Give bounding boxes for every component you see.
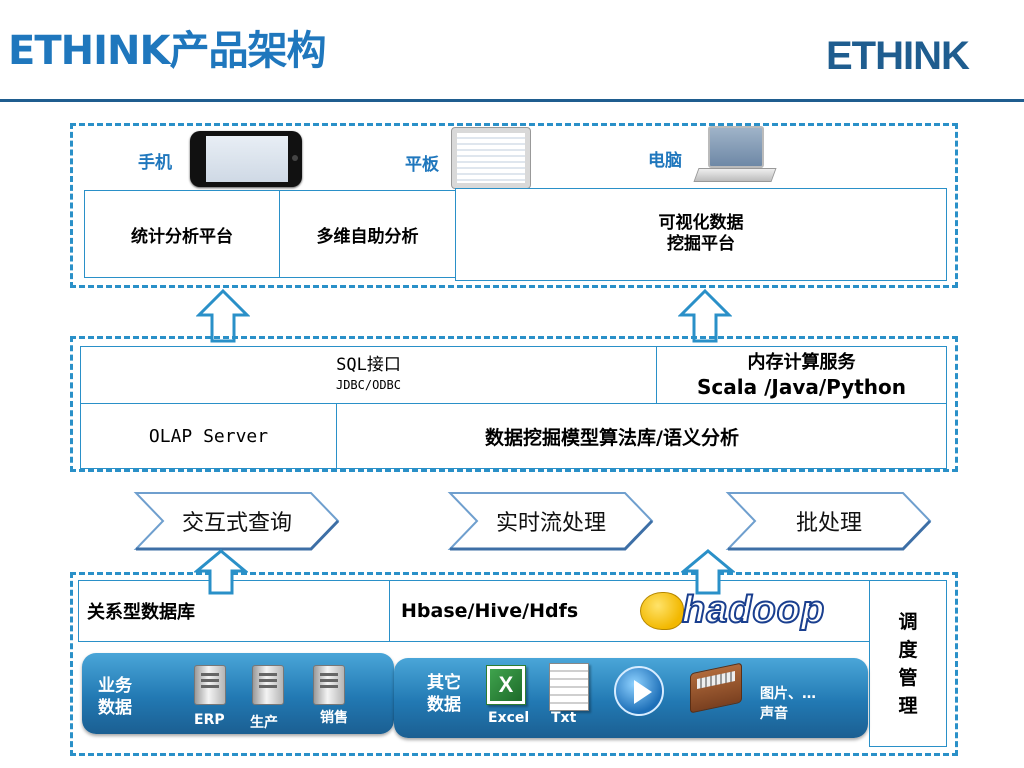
service-layer [70, 336, 958, 472]
txt-label: Txt [551, 710, 577, 726]
batch-processing-label: 批处理 [795, 511, 862, 536]
business-data-label: 业务 数据 [98, 675, 132, 719]
stats-platform-box: 统计分析平台 [84, 190, 280, 278]
memory-compute-sub: Scala /Java/Python [697, 375, 906, 399]
sql-interface-box: SQL接口 JDBC/ODBC [80, 346, 657, 404]
hadoop-stack-label: Hbase/Hive/Hdfs [401, 600, 579, 622]
memory-compute-title: 内存计算服务 [747, 352, 856, 373]
media-label: 图片、… 声音 [760, 684, 816, 724]
media-line1: 图片、… [760, 686, 816, 702]
production-label: 生产 [250, 715, 278, 731]
hadoop-logo: hadoop [636, 588, 836, 636]
schedule-char-2: 度 [898, 638, 918, 661]
schedule-management-box: 调 度 管 理 [869, 580, 947, 747]
page-title: ETHINK产品架构 [8, 28, 326, 74]
laptop-icon [693, 126, 777, 186]
excel-label: Excel [488, 710, 530, 726]
play-media-icon [614, 666, 664, 716]
elephant-icon [640, 592, 684, 630]
hadoop-logo-text: hadoop [681, 588, 826, 632]
up-arrow-icon [196, 288, 250, 343]
tablet-label: 平板 [405, 155, 439, 175]
up-arrow-icon [678, 288, 732, 343]
sales-server-icon [313, 665, 345, 705]
txt-file-icon [549, 663, 589, 711]
sql-interface-sub: JDBC/ODBC [335, 378, 402, 392]
stream-processing-chevron: 实时流处理 [447, 490, 655, 552]
excel-icon: X [486, 665, 526, 705]
up-arrow-icon [194, 549, 248, 595]
stats-platform-label: 统计分析平台 [131, 226, 233, 247]
olap-server-label: OLAP Server [148, 425, 269, 447]
other-data-label: 其它 数据 [427, 672, 461, 716]
mining-library-box: 数据挖掘模型算法库/语义分析 [336, 403, 947, 469]
schedule-char-3: 管 [898, 666, 918, 689]
erp-label: ERP [194, 712, 225, 728]
application-layer [70, 123, 958, 288]
hadoop-stack-box: Hbase/Hive/Hdfs [389, 580, 870, 642]
tablet-icon [451, 127, 531, 189]
other-data-line2: 数据 [427, 695, 461, 715]
pc-label: 电脑 [648, 151, 682, 171]
schedule-char-1: 调 [898, 610, 918, 633]
olap-server-box: OLAP Server [80, 403, 337, 469]
stream-processing-label: 实时流处理 [495, 511, 606, 536]
sql-interface-title: SQL接口 [336, 355, 401, 375]
production-server-icon [252, 665, 284, 705]
interactive-query-label: 交互式查询 [181, 511, 292, 536]
ethink-logo: ETHINK [826, 34, 970, 78]
batch-processing-chevron: 批处理 [725, 490, 933, 552]
olap-self-label: 多维自助分析 [316, 226, 419, 247]
schedule-char-4: 理 [898, 694, 918, 717]
sales-label: 销售 [320, 710, 348, 726]
media-line2: 声音 [760, 706, 788, 722]
business-data-line2: 数据 [98, 698, 132, 718]
phone-icon [190, 131, 302, 187]
erp-server-icon [194, 665, 226, 705]
relational-db-label: 关系型数据库 [87, 602, 195, 623]
mining-library-label: 数据挖掘模型算法库/语义分析 [485, 426, 739, 449]
other-data-line1: 其它 [427, 673, 461, 693]
phone-label: 手机 [138, 153, 172, 173]
business-data-line1: 业务 [98, 676, 132, 696]
viz-mining-box: 可视化数据 挖掘平台 [455, 188, 947, 281]
data-layer [70, 572, 958, 756]
viz-mining-line2: 挖掘平台 [667, 234, 735, 254]
olap-self-box: 多维自助分析 [279, 190, 456, 278]
viz-mining-line1: 可视化数据 [658, 213, 744, 233]
interactive-query-chevron: 交互式查询 [133, 490, 341, 552]
up-arrow-icon [681, 549, 735, 595]
memory-compute-box: 内存计算服务 Scala /Java/Python [656, 346, 947, 404]
relational-db-box: 关系型数据库 [78, 580, 390, 642]
header-divider [0, 99, 1024, 102]
